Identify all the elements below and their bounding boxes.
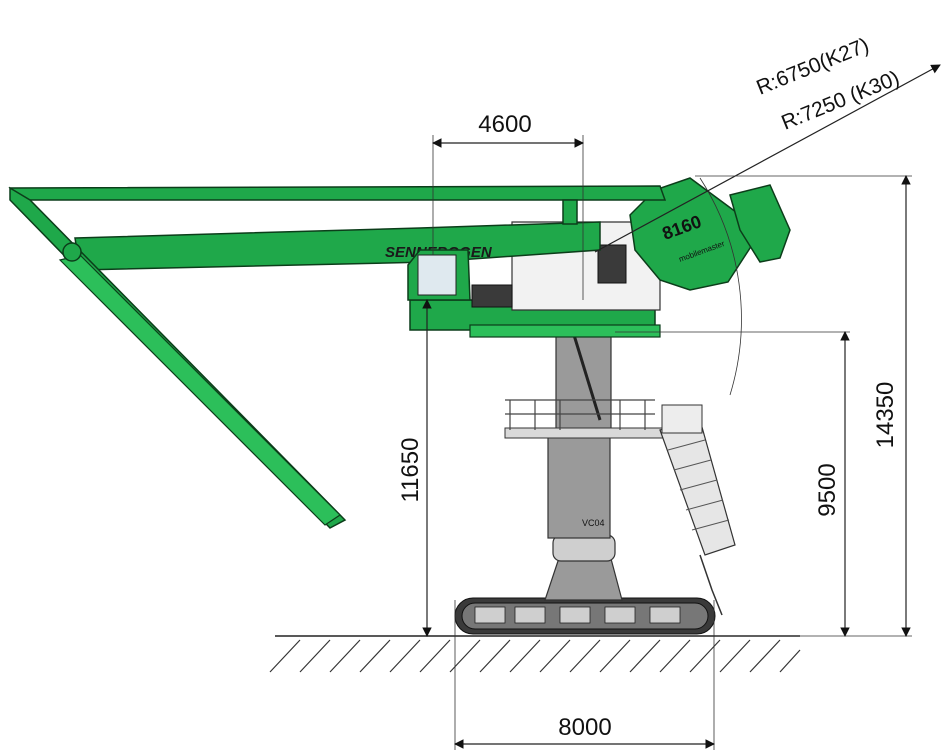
operator-cabin — [407, 249, 513, 308]
ground — [269, 635, 801, 673]
dim-4600: 4600 — [432, 111, 584, 300]
dim-11650: 11650 — [397, 299, 432, 637]
dim-label-14350: 14350 — [872, 382, 899, 449]
dim-label-9500: 9500 — [814, 463, 841, 516]
swing-radius-arc — [699, 177, 742, 396]
housing-vent — [597, 244, 627, 284]
dim-8000: 8000 — [454, 600, 715, 750]
radius-leader-line — [594, 64, 941, 253]
upper-carriage: 8160 mobilemaster — [409, 177, 791, 338]
mast-label: VC04 — [582, 518, 605, 528]
upper-stick — [8, 185, 667, 225]
dim-14350: 14350 — [695, 175, 912, 637]
crawler-track — [454, 597, 716, 635]
dim-label-11650: 11650 — [397, 438, 424, 503]
mast: VC04 — [544, 334, 623, 601]
lower-arm — [9, 186, 347, 529]
dim-label-8000: 8000 — [558, 714, 611, 741]
access-ladder — [659, 404, 736, 616]
dim-label-4600: 4600 — [478, 111, 531, 138]
dim-9500: 9500 — [615, 331, 850, 637]
